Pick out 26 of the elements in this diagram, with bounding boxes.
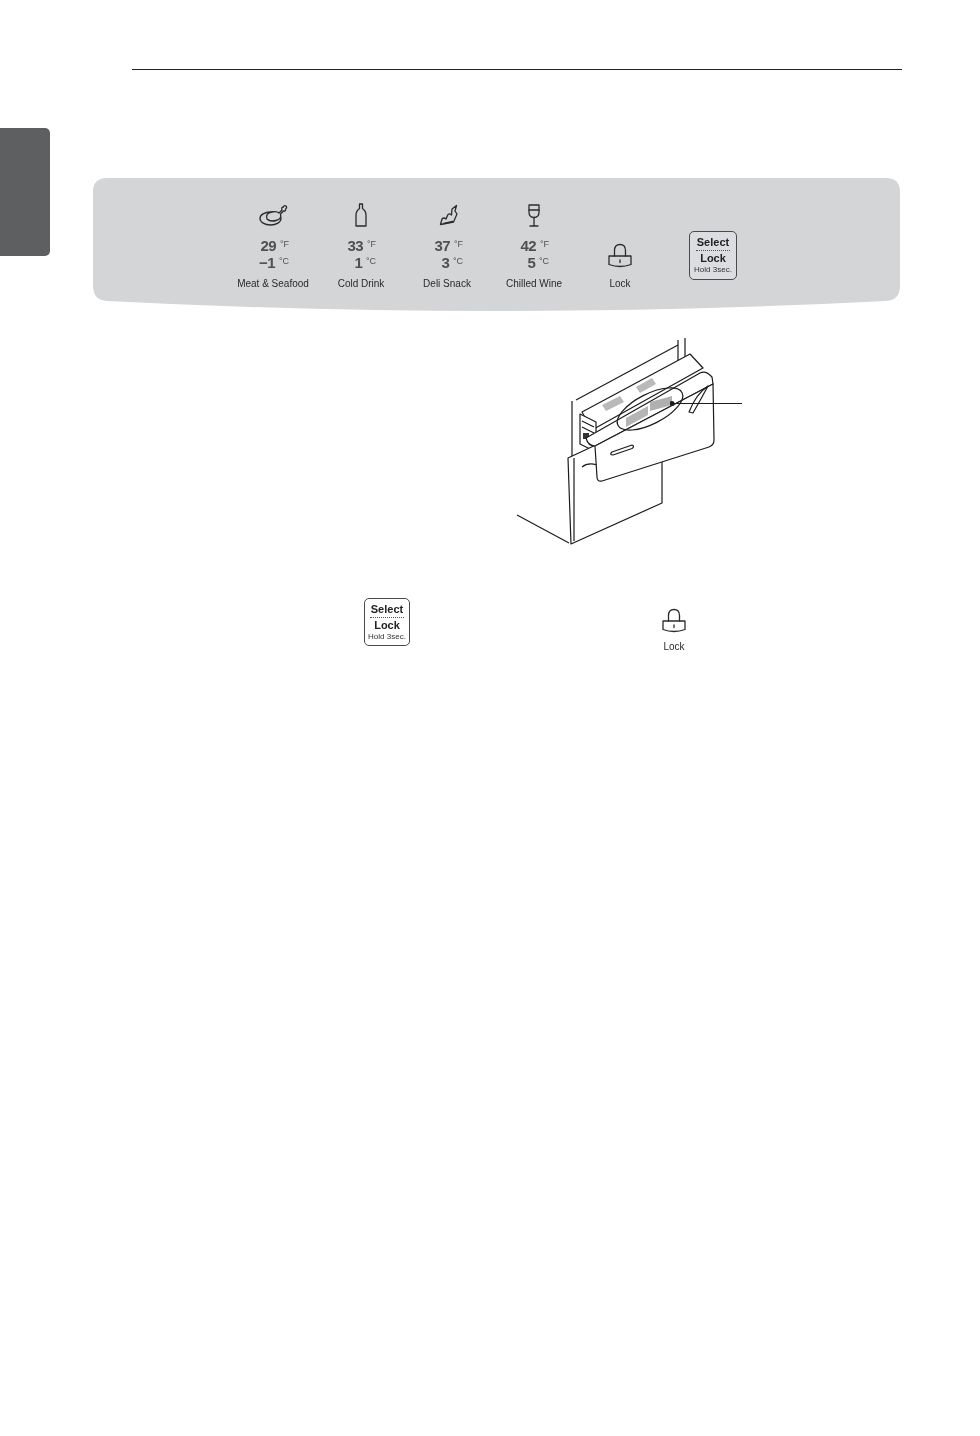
key-note: Hold 3sec. [368,632,406,642]
temperature-text: 29 $^{°F}$ [260,238,289,254]
temperature-text: 1 $^{°C}$ [354,255,376,271]
setting-label: Lock [609,278,631,290]
leader-line [669,401,743,406]
temperature-text: −1 $^{°C}$ [259,255,289,271]
panel-key [364,598,410,646]
temperature-text: 37 $^{°F}$ [434,238,463,254]
temperature-text: 3 $^{°C}$ [441,255,463,271]
key-label: Lock [700,252,726,265]
display-area [650,396,672,411]
temperature-text: 42 $^{°F}$ [520,238,549,254]
temperature-text: 5 $^{°C}$ [527,255,549,271]
key-label: Lock [374,619,400,632]
key-label: Select [696,236,730,249]
key-label: Select [370,603,404,616]
setting-label: Chilled Wine [505,278,563,290]
section-tab [0,128,50,256]
setting-label: Deli Snack [423,278,471,290]
setting-label: Meat & Seafood [237,278,309,290]
key-note: Hold 3sec. [694,265,732,275]
setting-label: Cold Drink [337,278,385,290]
setting-label: Lock [663,641,685,653]
temperature-text: 33 $^{°F}$ [347,238,376,254]
control-panel [93,178,900,311]
panel-key [689,231,737,280]
